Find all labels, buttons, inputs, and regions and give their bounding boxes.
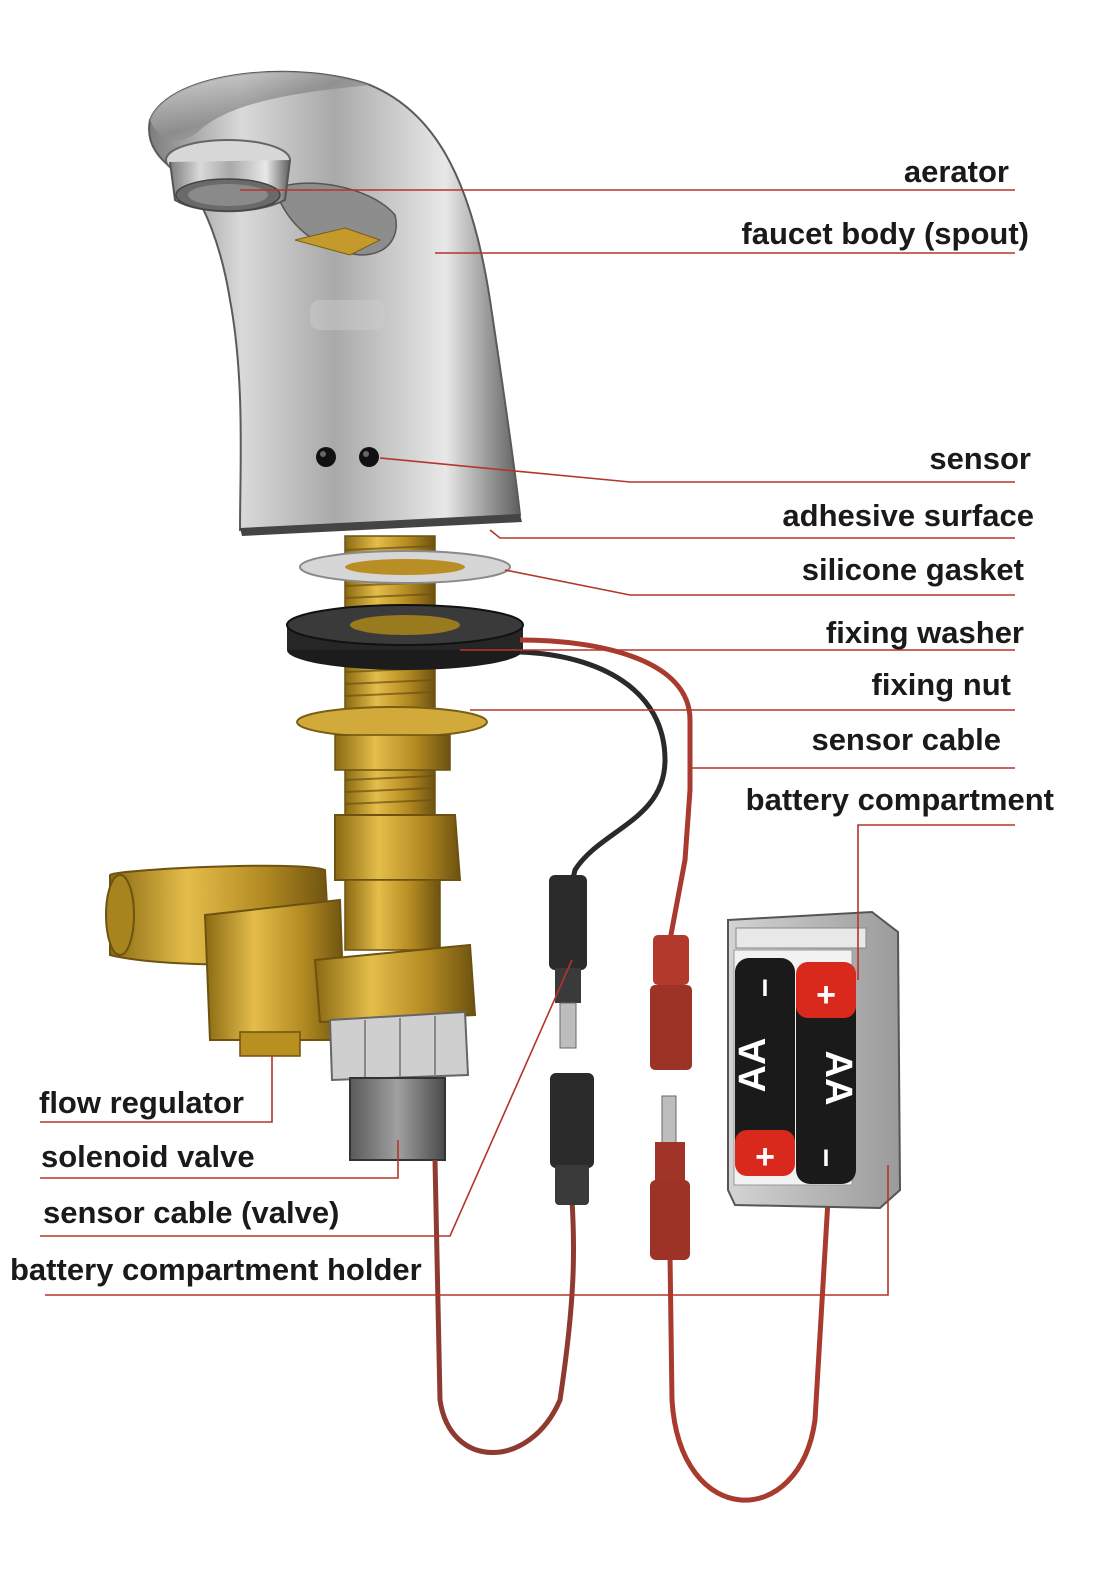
connector-battery-red bbox=[650, 1095, 690, 1260]
sensor-eyes bbox=[316, 447, 379, 467]
battery-cell-left bbox=[735, 958, 795, 1176]
label-silicone-gasket: silicone gasket bbox=[801, 552, 1024, 587]
label-sensor: sensor bbox=[929, 441, 1031, 476]
label-flow-regulator: flow regulator bbox=[39, 1085, 244, 1120]
aerator-shape bbox=[165, 139, 291, 213]
label-faucet-body: faucet body (spout) bbox=[741, 216, 1029, 251]
battery-cell-label-right: AA bbox=[817, 1051, 859, 1106]
battery-plus-top: + bbox=[816, 976, 836, 1014]
label-solenoid-valve: solenoid valve bbox=[41, 1139, 255, 1174]
battery-minus-bottom: I bbox=[823, 1145, 830, 1172]
label-battery-compartment: battery compartment bbox=[745, 782, 1054, 817]
battery-cell-label-left: AA bbox=[732, 1038, 774, 1093]
leader-battery-compartment bbox=[857, 824, 1015, 980]
fixing-nut-shape bbox=[296, 706, 488, 771]
label-sensor-cable-valve: sensor cable (valve) bbox=[43, 1195, 340, 1230]
leader-solenoid-valve bbox=[40, 1140, 399, 1179]
leader-battery-holder bbox=[45, 1165, 889, 1296]
leader-lines bbox=[40, 189, 1015, 1296]
label-fixing-washer: fixing washer bbox=[825, 615, 1024, 650]
label-adhesive-surface: adhesive surface bbox=[782, 498, 1034, 533]
label-aerator: aerator bbox=[903, 154, 1009, 189]
leader-sensor-cable-valve bbox=[40, 959, 573, 1237]
valve-body-shape bbox=[105, 864, 477, 1161]
label-battery-holder: battery compartment holder bbox=[10, 1252, 422, 1287]
connector-sensor-black bbox=[549, 875, 587, 1049]
battery-plus-bottom: + bbox=[755, 1138, 775, 1176]
cables bbox=[432, 637, 831, 1503]
adhesive-surface-shape bbox=[240, 514, 522, 536]
silicone-gasket-shape bbox=[299, 550, 511, 584]
label-sensor-cable: sensor cable bbox=[811, 722, 1001, 757]
leader-sensor bbox=[379, 457, 1015, 483]
battery-minus-top: I bbox=[762, 975, 769, 1002]
hex-coupling-shape bbox=[334, 814, 462, 881]
leader-adhesive-surface bbox=[489, 529, 1015, 539]
fixing-washer-shape bbox=[286, 604, 524, 670]
battery-cell-right bbox=[796, 962, 856, 1184]
connector-valve-black bbox=[550, 1073, 594, 1205]
connector-sensor-red bbox=[650, 935, 692, 1070]
leader-silicone-gasket bbox=[504, 569, 1015, 596]
leader-flow-regulator bbox=[40, 1055, 273, 1123]
label-fixing-nut: fixing nut bbox=[871, 667, 1011, 702]
